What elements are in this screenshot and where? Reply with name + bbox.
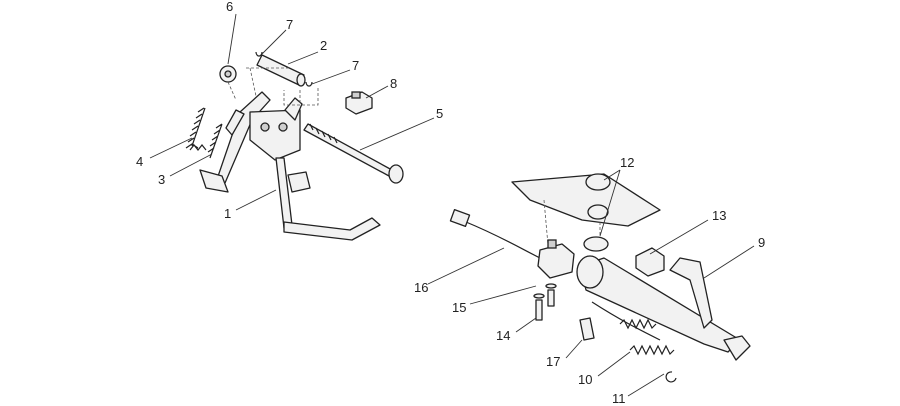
leader-lines (149, 13, 755, 397)
leader-3 (169, 153, 213, 177)
alignment-dash-right (543, 199, 601, 246)
callout-numbers: 6 7 2 7 8 5 4 3 1 12 13 9 16 15 14 17 10… (136, 0, 765, 406)
callout-13: 13 (712, 208, 726, 223)
leader-9 (703, 245, 755, 279)
stand-foot (283, 217, 381, 241)
washer-hole (224, 70, 232, 78)
leader-17 (565, 339, 583, 359)
leader-8 (365, 85, 389, 99)
switch-terminal (547, 239, 557, 249)
callout-8: 8 (390, 76, 397, 91)
side-stand-assembly (449, 173, 751, 383)
pin-part-17 (579, 317, 595, 341)
spring-part-3 (207, 123, 223, 159)
switch-cable (465, 221, 541, 259)
leader-11 (627, 373, 665, 397)
callout-6: 6 (226, 0, 233, 14)
callout-5: 5 (436, 106, 443, 121)
callout-17: 17 (546, 354, 560, 369)
leader-5 (359, 117, 435, 151)
leader-13 (649, 219, 709, 255)
stand-hook (287, 171, 311, 193)
seal-ring-12-bottom (583, 236, 609, 252)
buffer-part-13 (635, 247, 665, 277)
stand-leg-main (275, 157, 293, 229)
switch-body-16 (537, 243, 575, 279)
callout-3: 3 (158, 172, 165, 187)
callout-4: 4 (136, 154, 143, 169)
washer-part-15-left (533, 293, 545, 299)
callout-15: 15 (452, 300, 466, 315)
callout-10: 10 (578, 372, 592, 387)
stand-arm (225, 109, 245, 136)
callout-11: 11 (612, 391, 626, 406)
bushing (587, 204, 609, 220)
spring-part-4 (185, 107, 207, 151)
callout-16: 16 (414, 280, 428, 295)
side-stand-arm (669, 257, 713, 329)
callout-9: 9 (758, 235, 765, 250)
leader-2 (287, 51, 319, 65)
spring-part-11 (629, 344, 677, 383)
leader-12 (599, 169, 621, 237)
spring-part-10 (591, 301, 661, 341)
leader-10 (597, 351, 631, 377)
bracket-ear (284, 97, 303, 121)
screw-part-14-left (535, 299, 543, 321)
leader-6 (227, 13, 237, 65)
washer-part-15-right (545, 283, 557, 289)
leader-15 (469, 285, 537, 305)
bolt-head (388, 164, 404, 184)
bracket-hole-right (278, 122, 288, 132)
leader-14 (515, 317, 537, 333)
leader-7b (311, 69, 351, 85)
callout-12: 12 (620, 155, 634, 170)
clip-part-7-top (255, 51, 263, 57)
bracket-hole-left (260, 122, 270, 132)
cable-connector (449, 208, 471, 228)
leader-16 (427, 247, 505, 285)
leader-4 (149, 137, 193, 159)
center-stand-assembly (185, 51, 404, 241)
stand-pad-left (199, 169, 229, 193)
pin-end (296, 73, 306, 87)
callout-7-bottom: 7 (352, 58, 359, 73)
callout-7-top: 7 (286, 17, 293, 32)
leader-1 (235, 189, 277, 211)
callout-1: 1 (224, 206, 231, 221)
stand-bracket-plate (511, 173, 661, 227)
bolt-thread (309, 123, 338, 144)
callout-2: 2 (320, 38, 327, 53)
clip-part-7-bottom (305, 81, 313, 87)
callout-14: 14 (496, 328, 510, 343)
side-stand-leg-9 (579, 257, 741, 353)
leader-7a (261, 29, 287, 55)
side-stand-pivot (576, 255, 604, 289)
buffer-knob (351, 91, 361, 99)
bolt-part-5 (303, 123, 393, 177)
screw-part-14-right (547, 289, 555, 307)
seal-ring-12-top (585, 173, 611, 191)
side-stand-foot (723, 335, 751, 361)
alignment-dash-left (227, 67, 319, 106)
